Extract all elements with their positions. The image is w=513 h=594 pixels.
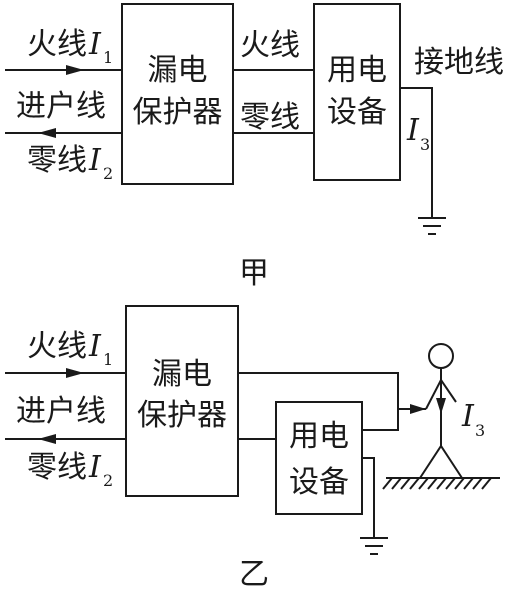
b-inlet-label: 进户线 (16, 394, 106, 429)
a-live-in-label: 火线 (27, 27, 87, 62)
b-current3-sub: 3 (475, 421, 485, 440)
floor-hatch-mark (427, 477, 438, 490)
b-protector-label-2: 保护器 (137, 398, 227, 433)
a-ground-wire (400, 87, 433, 218)
b-live-in-label: 火线 (27, 329, 87, 364)
a-current2-sub: 2 (103, 164, 113, 183)
diagram-a: 漏电 保护器 火线 零线 用电 设备 接地线 I 3 火线 I 1 进户线 零线… (5, 3, 504, 291)
floor-hatch-mark (472, 477, 483, 490)
a-protector-label-1: 漏电 (148, 53, 208, 88)
b-current-arrow (436, 398, 446, 414)
floor-hatch-mark (391, 477, 402, 490)
b-current3-symbol: I (461, 399, 475, 434)
a-device-label-2: 设备 (327, 95, 387, 130)
person-legs (419, 444, 463, 479)
a-live-in-arrow (66, 65, 84, 75)
b-hand-arrow (410, 404, 426, 414)
person-figure (419, 343, 463, 479)
floor-hatch-mark (409, 477, 420, 490)
b-live-in-arrow (66, 368, 84, 378)
floor-hatch-mark (463, 477, 474, 490)
a-live-mid-label: 火线 (240, 28, 300, 63)
a-ground-wire-label: 接地线 (414, 45, 504, 80)
a-current2-symbol: I (88, 143, 102, 178)
a-current3-sub: 3 (420, 135, 430, 154)
b-neutral-in-arrow (38, 434, 56, 444)
b-protector-label-1: 漏电 (152, 357, 212, 392)
b-protector-box (125, 305, 239, 497)
a-protector-label-2: 保护器 (133, 95, 223, 130)
b-current1-sub: 1 (103, 350, 113, 369)
floor-hatch-mark (418, 477, 429, 490)
b-current1-symbol: I (88, 329, 102, 364)
a-neutral-in-arrow (38, 128, 56, 138)
floor-hatch-mark (400, 477, 411, 490)
person-left-arm (425, 379, 442, 410)
floor-hatch-mark (481, 477, 492, 490)
b-device-ground-wire (362, 457, 375, 538)
floor-hatch-mark (436, 477, 447, 490)
b-caption: 乙 (239, 557, 269, 592)
a-current1-symbol: I (88, 27, 102, 62)
a-caption: 甲 (239, 256, 269, 291)
person-head (428, 343, 454, 369)
floor-hatch (382, 477, 492, 490)
diagram-b: 漏电 保护器 用电 设备 I 3 火线 (5, 305, 500, 592)
b-device-label-2: 设备 (289, 465, 349, 500)
a-neutral-in-label: 零线 (27, 143, 87, 178)
b-device-label-1: 用电 (289, 419, 349, 454)
a-current1-sub: 1 (103, 48, 113, 67)
b-device-box (275, 401, 363, 515)
a-current3-symbol: I (406, 113, 420, 148)
a-neutral-mid-label: 零线 (240, 100, 300, 135)
b-device-live-wire (362, 409, 399, 431)
b-current2-symbol: I (88, 450, 102, 485)
b-neutral-in-label: 零线 (27, 450, 87, 485)
a-device-label-1: 用电 (327, 53, 387, 88)
a-inlet-label: 进户线 (16, 89, 106, 124)
a-device-box (313, 3, 401, 181)
floor-hatch-mark (382, 477, 393, 490)
floor-hatch-mark (445, 477, 456, 490)
a-protector-box (121, 3, 234, 185)
b-current2-sub: 2 (103, 471, 113, 490)
floor-hatch-mark (454, 477, 465, 490)
person-right-arm (440, 379, 457, 403)
